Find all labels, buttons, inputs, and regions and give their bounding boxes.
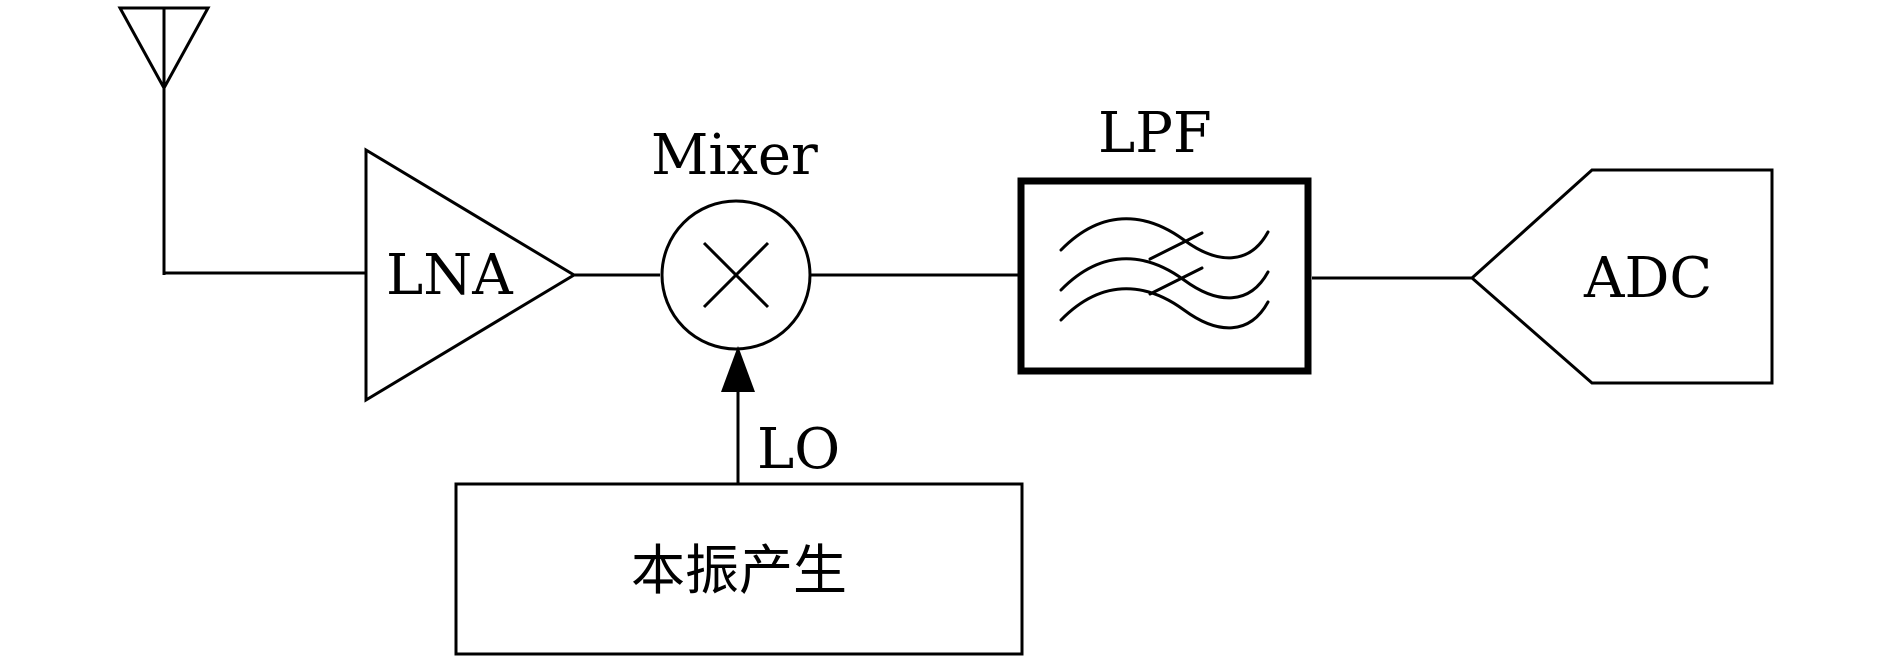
lpf-box (1017, 177, 1312, 375)
adc-shape (1469, 168, 1774, 385)
lo-generator-box (454, 482, 1024, 656)
lpf-label: LPF (1098, 101, 1212, 166)
lo-signal: LO (721, 346, 840, 484)
adc-block: ADC (1469, 168, 1774, 385)
lo-generator-block: 本振产生 (454, 482, 1024, 656)
antenna (117, 6, 211, 275)
adc-label: ADC (1583, 246, 1712, 311)
lna-label: LNA (386, 243, 513, 308)
lpf-filter-icon (1059, 217, 1270, 330)
lo-label: LO (757, 417, 840, 482)
lpf-block: LPF (1017, 101, 1312, 375)
lna-block: LNA (364, 147, 577, 403)
lna-triangle (364, 147, 577, 403)
mixer-label: Mixer (651, 123, 818, 188)
lo-generator-label: 本振产生 (631, 539, 847, 602)
mixer-block: Mixer (651, 123, 818, 351)
lo-arrowhead-icon (721, 346, 755, 392)
mixer-cross-b (702, 241, 770, 309)
